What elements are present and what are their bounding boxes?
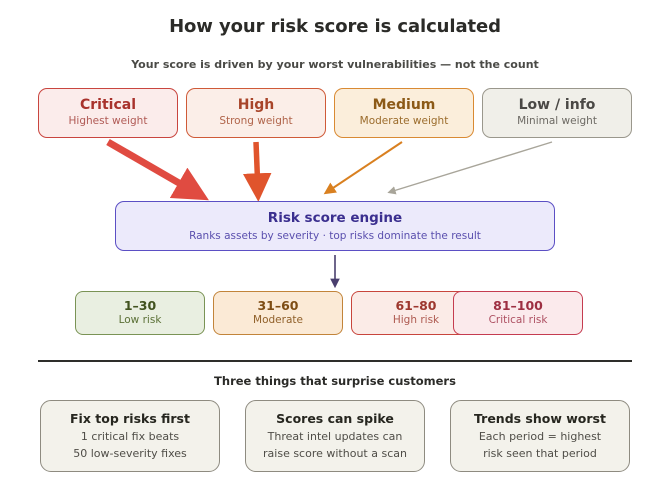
severity-card-title: High: [237, 97, 275, 114]
score-band-moderate[interactable]: 31–60 Moderate: [213, 291, 343, 335]
arrow-low-to-engine: [387, 141, 553, 195]
engine-title: Risk score engine: [267, 210, 403, 226]
severity-card-critical[interactable]: Critical Highest weight: [38, 88, 178, 138]
section-divider: [38, 360, 632, 362]
risk-score-engine-box[interactable]: Risk score engine Ranks assets by severi…: [115, 201, 555, 251]
severity-card-title: Critical: [79, 97, 136, 114]
bottom-section-heading: Three things that surprise customers: [214, 374, 456, 388]
tip-card-scores-can-spike[interactable]: Scores can spike Threat intel updates ca…: [245, 400, 425, 472]
severity-card-weight: Moderate weight: [359, 115, 449, 128]
score-band-label: Moderate: [253, 314, 303, 327]
tip-card-title: Scores can spike: [276, 411, 394, 427]
severity-card-medium[interactable]: Medium Moderate weight: [334, 88, 474, 138]
score-band-range: 1–30: [123, 298, 157, 314]
score-band-low[interactable]: 1–30 Low risk: [75, 291, 205, 335]
score-band-critical[interactable]: 81–100 Critical risk: [453, 291, 583, 335]
score-band-range: 61–80: [395, 298, 437, 314]
tip-card-fix-top-risks-first[interactable]: Fix top risks first 1 critical fix beats…: [40, 400, 220, 472]
severity-card-high[interactable]: High Strong weight: [186, 88, 326, 138]
arrow-medium-to-engine: [323, 141, 403, 195]
tip-card-line-1: Threat intel updates can: [267, 430, 403, 444]
severity-card-weight: Highest weight: [68, 115, 148, 128]
tip-card-title: Trends show worst: [474, 411, 606, 427]
severity-card-low-info[interactable]: Low / info Minimal weight: [482, 88, 632, 138]
severity-card-title: Medium: [372, 97, 436, 114]
score-band-range: 31–60: [257, 298, 299, 314]
severity-card-weight: Strong weight: [219, 115, 293, 128]
score-band-label: Critical risk: [488, 314, 548, 327]
page-subtitle: Your score is driven by your worst vulne…: [131, 58, 539, 71]
engine-subtitle: Ranks assets by severity · top risks dom…: [189, 230, 481, 242]
tip-card-line-1: 1 critical fix beats: [80, 430, 180, 444]
tip-card-line-2: 50 low-severity fixes: [73, 446, 187, 460]
arrow-critical-to-engine: [106, 138, 209, 201]
arrow-high-to-engine: [242, 141, 272, 202]
tip-card-line-2: raise score without a scan: [263, 446, 407, 460]
severity-card-title: Low / info: [518, 97, 596, 114]
score-band-label: Low risk: [118, 314, 162, 327]
severity-card-weight: Minimal weight: [517, 115, 597, 128]
score-band-range: 81–100: [493, 298, 543, 314]
tip-card-line-1: Each period = highest: [478, 430, 602, 444]
page-title: How your risk score is calculated: [169, 16, 501, 37]
score-band-label: High risk: [392, 314, 440, 327]
tip-card-line-2: risk seen that period: [483, 446, 597, 460]
tip-card-trends-show-worst[interactable]: Trends show worst Each period = highest …: [450, 400, 630, 472]
tip-card-title: Fix top risks first: [70, 411, 190, 427]
